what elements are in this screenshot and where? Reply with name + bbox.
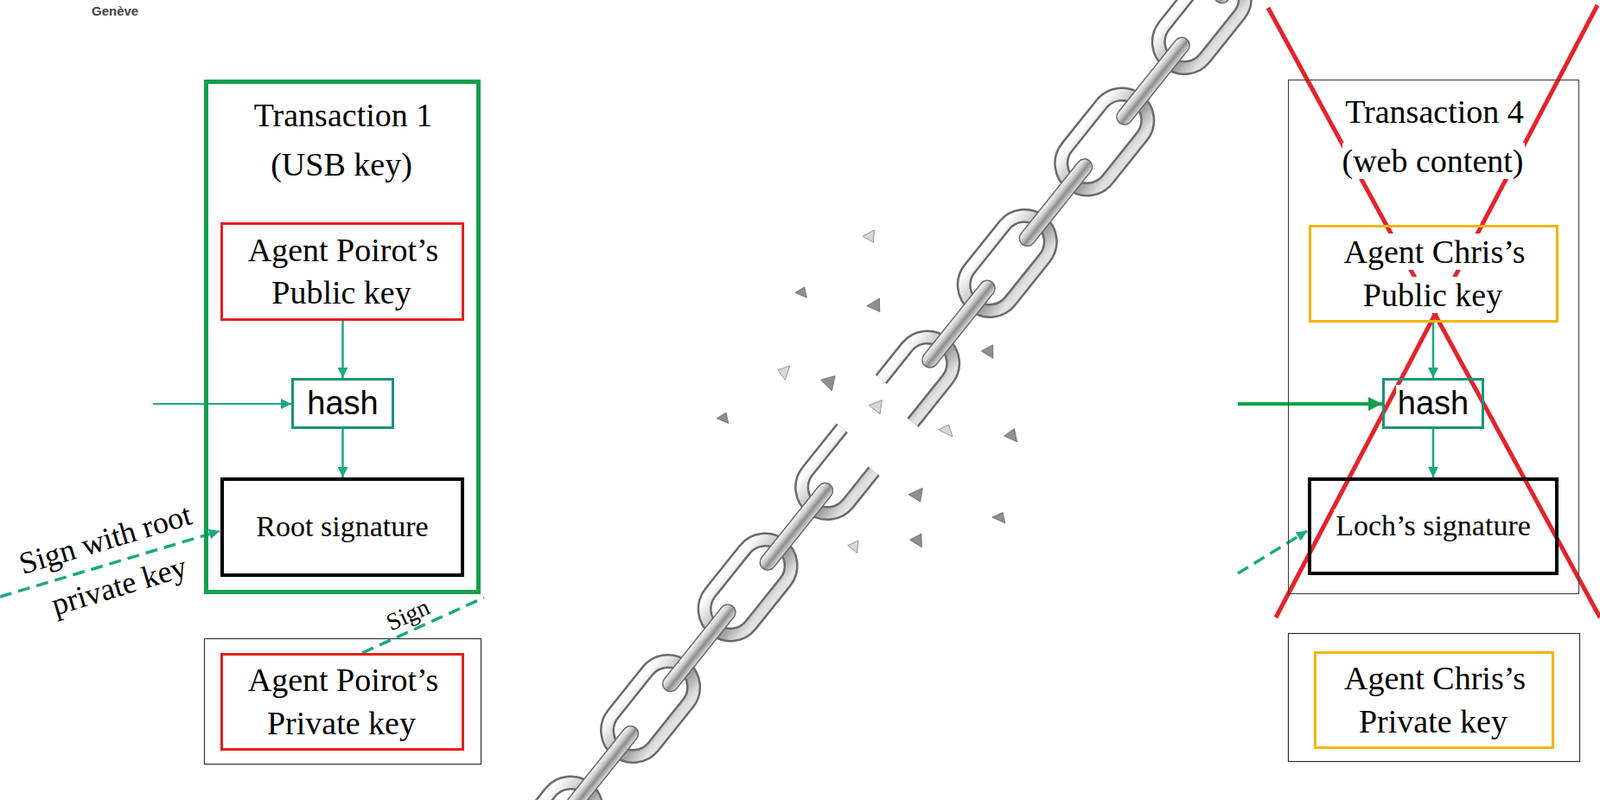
chain-fragment — [775, 361, 794, 380]
chain-fragment — [1004, 426, 1023, 445]
text-block: hash — [305, 385, 380, 422]
chain-fragment — [868, 395, 887, 415]
public-key-box: Agent Poirot’s Public key — [220, 222, 465, 321]
text-block: Agent Chris’s Public key — [1318, 230, 1550, 317]
key-container — [1288, 633, 1581, 762]
chain-fragment — [716, 409, 733, 426]
flow-arrow — [341, 428, 345, 478]
logo-text: Genève — [91, 3, 139, 20]
text-block: Agent Poirot’s Public key — [229, 229, 455, 315]
private-key-box: Agent Chris’s Private key — [1313, 650, 1555, 749]
broken-chain — [405, 0, 1459, 800]
text-block: Root signature — [254, 509, 430, 545]
chain-fragment — [908, 483, 928, 503]
chain-fragment — [992, 509, 1010, 526]
signing-note: Sign with root private key — [5, 488, 220, 637]
chain-fragment — [937, 420, 957, 440]
signing-arrow — [1237, 530, 1307, 574]
box-text: Root signature — [254, 509, 430, 542]
invalid-cross — [1275, 5, 1598, 618]
signature-box: Root signature — [220, 477, 465, 577]
key-container — [204, 638, 482, 765]
flow-arrow — [1432, 322, 1435, 378]
box-text: hash — [1396, 384, 1471, 421]
hash-box: hash — [1382, 377, 1485, 429]
box-text: Agent Chris’s Private key — [1342, 659, 1526, 739]
chain-fragment — [866, 294, 887, 314]
chain-link — [1211, 0, 1291, 7]
text-block: Transaction 1 (USB key) — [234, 90, 451, 190]
chain-fragment — [795, 284, 811, 300]
box-text: Agent Poirot’s Private key — [246, 661, 440, 740]
chain-link — [1016, 155, 1097, 249]
transaction-box: Transaction 4 (web content) Agent Chris’s… — [1287, 79, 1580, 594]
box-title: Transaction 4 (web content) — [1342, 93, 1526, 179]
chain-link — [659, 600, 740, 695]
chain-link — [1113, 34, 1193, 128]
text-block: Transaction 4 (web content) — [1325, 87, 1543, 186]
text-block: Loch’s signature — [1333, 508, 1533, 544]
text-block: Agent Chris’s Private key — [1323, 656, 1545, 743]
chain-fragment — [910, 529, 929, 549]
input-arrow — [152, 402, 292, 405]
chain-fragment — [819, 369, 841, 391]
chain-link — [918, 277, 999, 371]
signature-box: Loch’s signature — [1307, 477, 1559, 575]
signing-note: Sign — [382, 594, 434, 636]
chain-fragment — [847, 536, 864, 553]
chain-fragment — [862, 226, 880, 244]
box-text: Agent Poirot’s Public key — [246, 231, 440, 311]
text-block: hash — [1396, 385, 1471, 422]
box-title: Transaction 1 (USB key) — [252, 96, 434, 183]
chain-link — [757, 479, 837, 574]
chain-fragment — [981, 341, 1000, 360]
box-text: hash — [305, 384, 380, 421]
transaction-box: Transaction 1 (USB key) Agent Poirot’s Pu… — [203, 79, 481, 594]
input-arrow — [1237, 401, 1383, 406]
hash-box: hash — [291, 377, 395, 429]
flow-arrow — [341, 320, 345, 378]
private-key-box: Agent Poirot’s Private key — [220, 652, 465, 751]
flow-arrow — [1432, 428, 1435, 478]
box-text: Agent Chris’s Public key — [1341, 233, 1525, 313]
text-block: Agent Poirot’s Private key — [229, 658, 455, 745]
box-text: Loch’s signature — [1333, 509, 1533, 542]
public-key-box: Agent Chris’s Public key — [1308, 224, 1559, 323]
chain-link — [561, 722, 642, 800]
